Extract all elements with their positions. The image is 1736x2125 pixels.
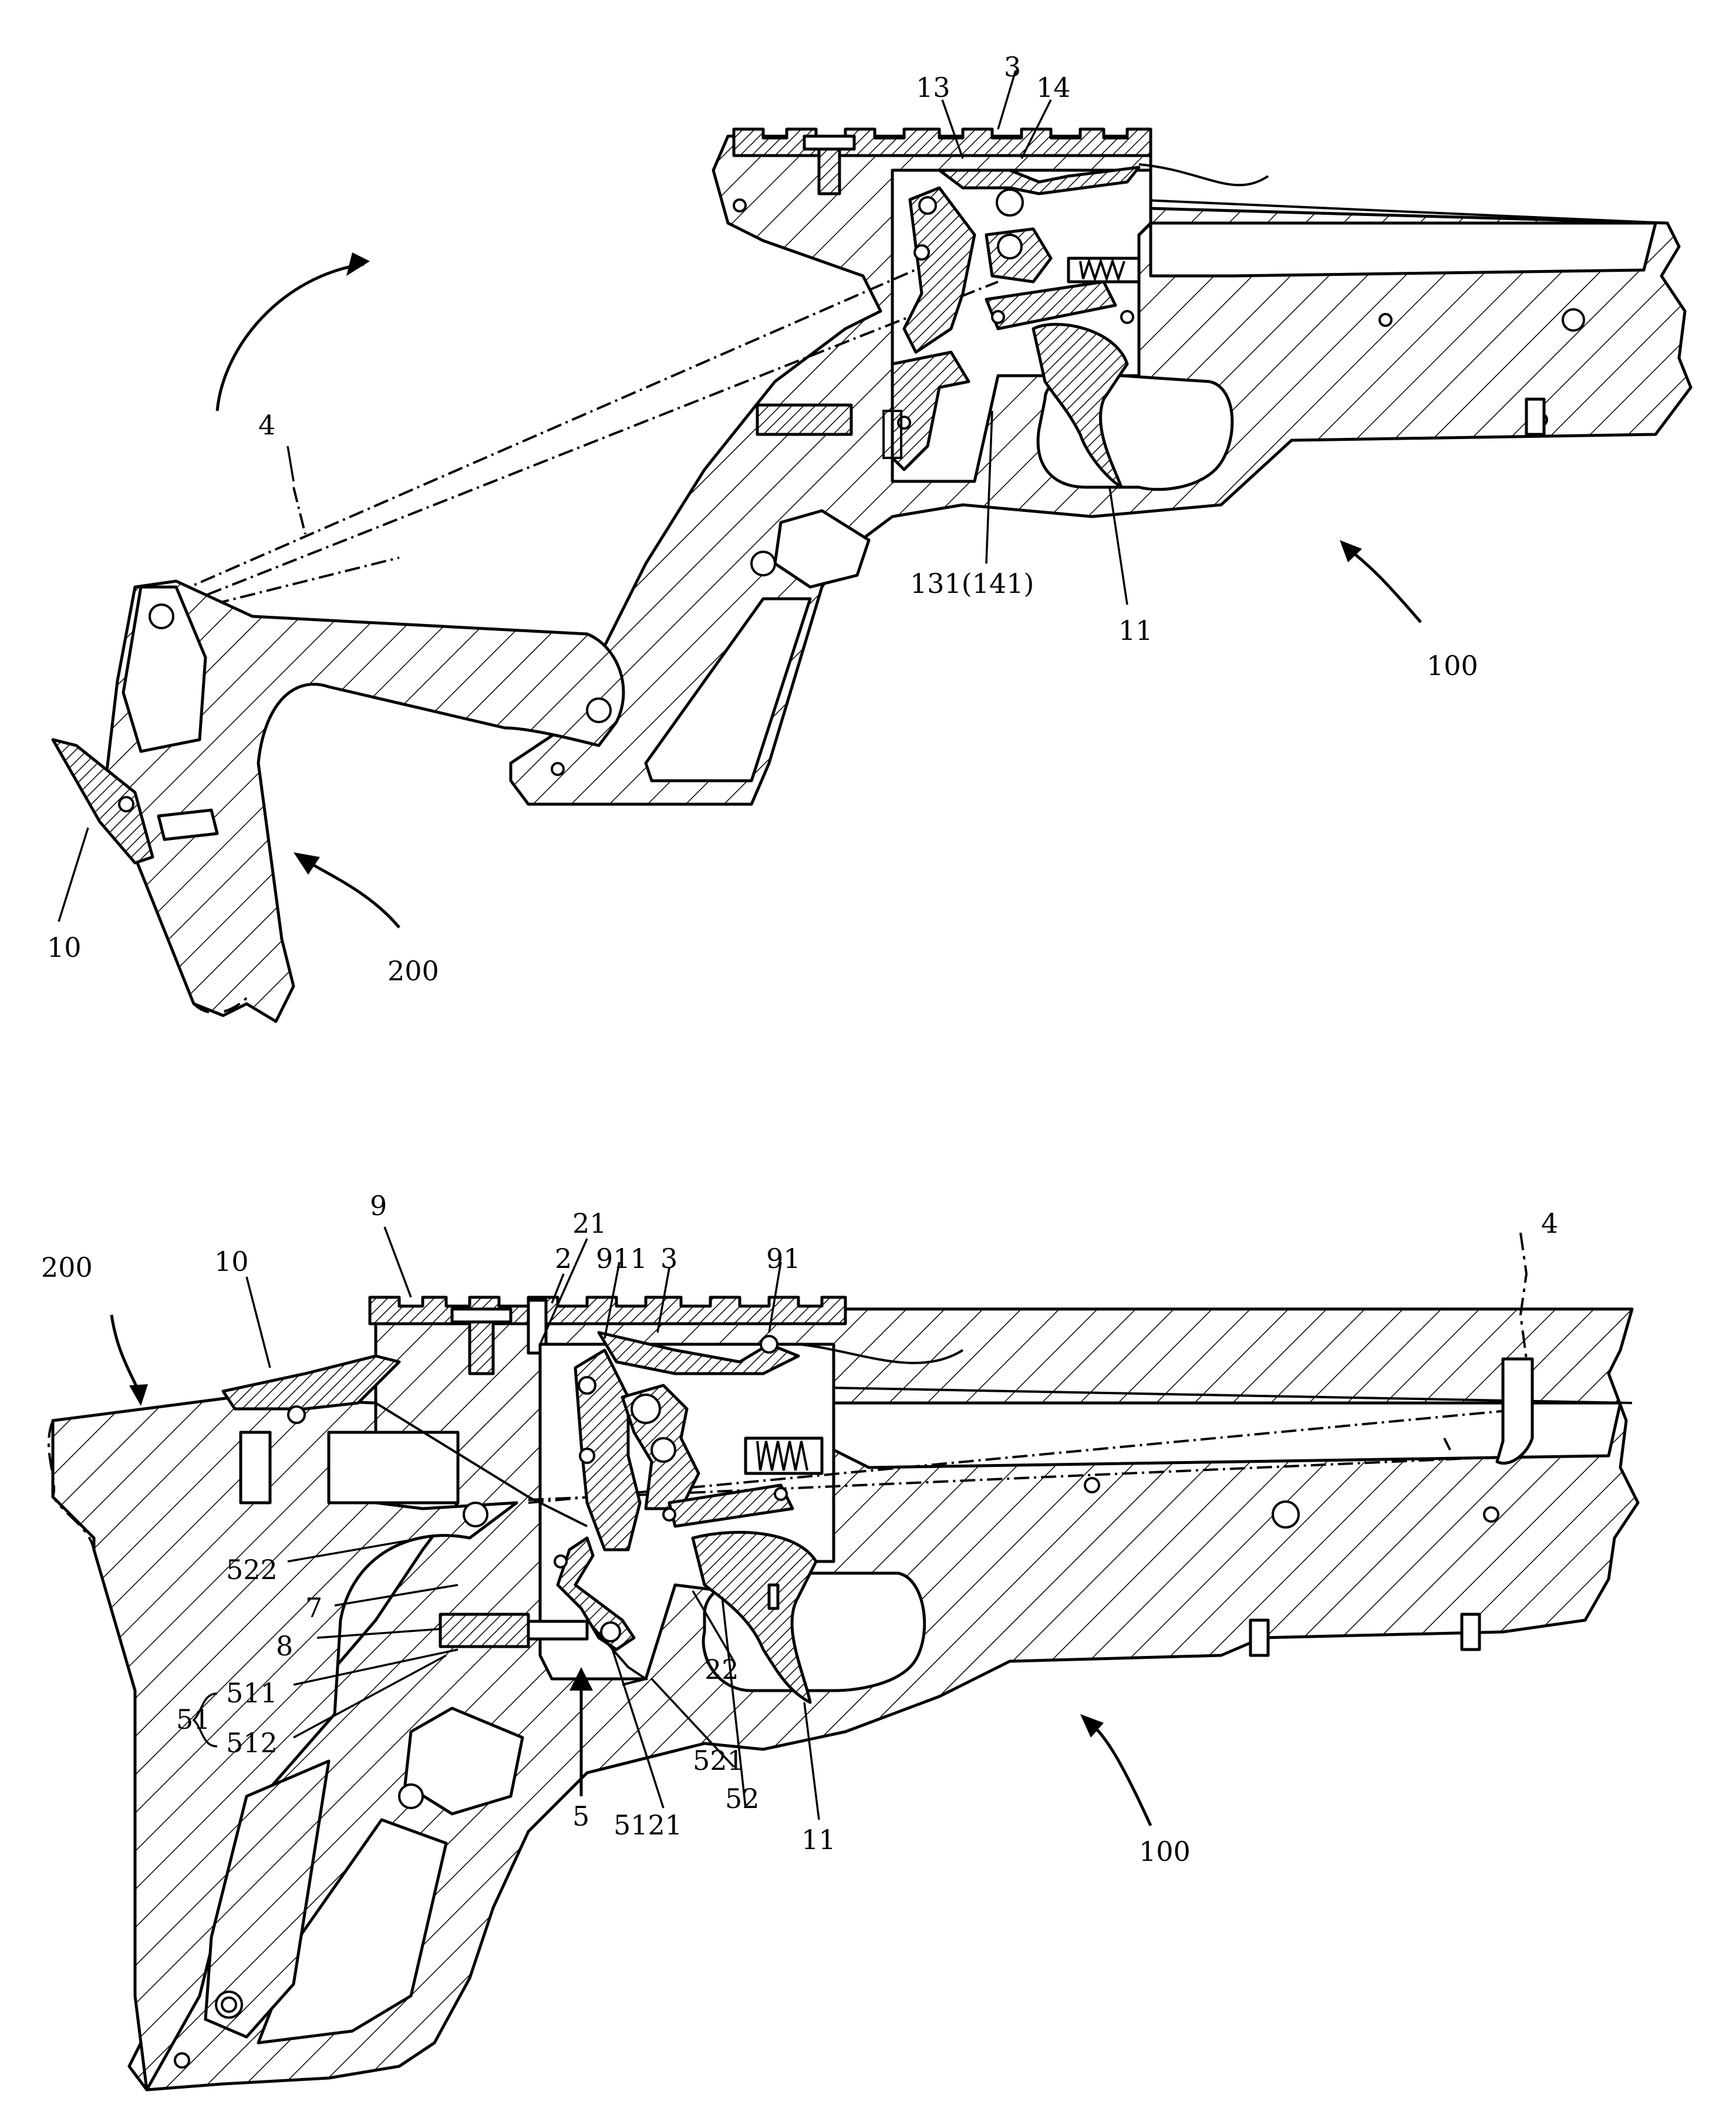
bottom-label-521: 521: [693, 1745, 744, 1776]
bottom-label-512: 512: [226, 1727, 278, 1759]
bottom-label-91: 91: [766, 1243, 801, 1274]
figure-bottom: 9 21 2 911 3 91 4 200 10 522 7 8 51 511 …: [41, 1190, 1638, 2090]
top-label-13: 13: [916, 72, 950, 103]
top-lock-bolt: [757, 405, 851, 434]
top-flight-groove: [1151, 223, 1656, 276]
bottom-string-peg: [1497, 1359, 1532, 1463]
bottom-screw-512: [440, 1614, 528, 1647]
bottom-label-11: 11: [801, 1824, 836, 1856]
figure-top: 3 13 14 4 131(141) 11 100 10 200: [47, 51, 1691, 1021]
top-label-4: 4: [258, 409, 275, 441]
top-label-14: 14: [1036, 72, 1071, 103]
bottom-label-200: 200: [41, 1252, 93, 1283]
top-rail: [734, 129, 1151, 156]
bottom-label-51: 51: [176, 1704, 211, 1735]
bottom-label-52: 52: [725, 1783, 760, 1814]
bottom-label-911: 911: [596, 1243, 648, 1274]
top-rotation-arrow: [217, 264, 364, 411]
bottom-label-8: 8: [276, 1630, 293, 1662]
bottom-label-7: 7: [305, 1592, 322, 1624]
bottom-label-2: 2: [555, 1243, 572, 1274]
top-label-200: 200: [387, 955, 439, 987]
bottom-label-21: 21: [572, 1207, 607, 1239]
top-label-131: 131(141): [910, 568, 1034, 599]
bottom-label-3: 3: [660, 1243, 677, 1274]
bottom-label-5121: 5121: [614, 1809, 682, 1841]
bottom-label-9: 9: [370, 1190, 387, 1222]
top-rail-screw: [819, 144, 840, 194]
bottom-label-511: 511: [226, 1677, 278, 1709]
bottom-label-4: 4: [1541, 1207, 1558, 1239]
bottom-label-22: 22: [704, 1654, 739, 1685]
bottom-label-10: 10: [214, 1246, 249, 1277]
top-label-3: 3: [1004, 51, 1021, 83]
bottom-pawl-10: [223, 1356, 399, 1409]
top-label-100: 100: [1427, 650, 1478, 682]
bottom-label-522: 522: [226, 1554, 278, 1586]
top-label-10: 10: [47, 932, 82, 963]
bottom-label-100: 100: [1139, 1836, 1191, 1867]
bottom-label-5: 5: [572, 1800, 589, 1832]
bottom-rail-screw: [470, 1318, 493, 1374]
top-label-11: 11: [1118, 615, 1153, 646]
